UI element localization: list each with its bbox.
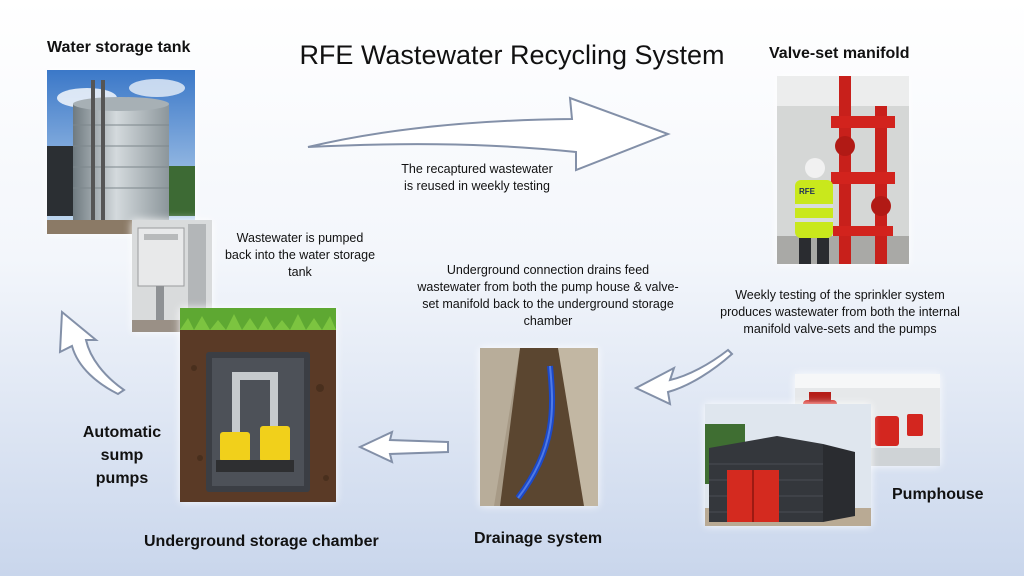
water-storage-tank-photo bbox=[47, 70, 195, 234]
valve-set-manifold-label: Valve-set manifold bbox=[769, 45, 910, 62]
pumped-back-caption: Wastewater is pumped back into the water… bbox=[224, 231, 376, 279]
pumphouse-exterior-photo bbox=[705, 404, 871, 526]
water-storage-tank-label: Water storage tank bbox=[47, 39, 191, 56]
pumphouse-label: Pumphouse bbox=[892, 486, 984, 503]
storage-chamber-photo bbox=[180, 308, 336, 502]
pumphouse-exterior-image bbox=[705, 404, 871, 526]
water-tank-image bbox=[47, 70, 195, 234]
pump-control-image bbox=[132, 220, 212, 332]
underground-storage-chamber-label: Underground storage chamber bbox=[144, 533, 379, 550]
sump-pumps-image bbox=[180, 308, 336, 502]
drainage-to-chamber-arrow bbox=[357, 430, 449, 464]
drainage-trench-image bbox=[480, 348, 598, 506]
pumphouse-to-drainage-arrow bbox=[633, 348, 734, 406]
drainage-system-label: Drainage system bbox=[474, 530, 603, 547]
drainage-system-photo bbox=[480, 348, 598, 506]
underground-caption: Underground connection drains feed waste… bbox=[417, 263, 679, 328]
weekly-testing-caption: Weekly testing of the sprinkler system p… bbox=[720, 288, 960, 336]
vest-logo-text: RFE bbox=[799, 187, 816, 196]
pump-control-photo bbox=[132, 220, 212, 332]
valve-set-manifold-photo: RFE bbox=[777, 76, 909, 264]
page-title: RFE Wastewater Recycling System bbox=[299, 40, 725, 70]
valve-manifold-image: RFE bbox=[777, 76, 909, 264]
automatic-sump-pumps-label: Automatic sump pumps bbox=[82, 424, 162, 487]
chamber-to-tank-arrow bbox=[58, 309, 126, 396]
reuse-caption: The recaptured wastewater is reused in w… bbox=[401, 162, 553, 193]
reuse-arrow bbox=[307, 96, 671, 172]
